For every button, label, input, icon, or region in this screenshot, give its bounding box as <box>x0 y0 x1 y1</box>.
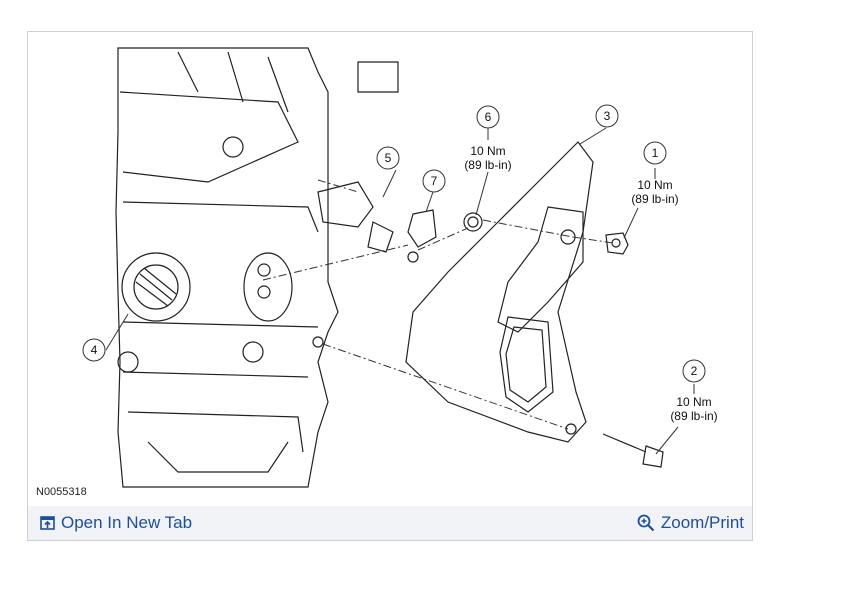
connector-part-7 <box>407 209 437 248</box>
callout-2: 2 10 Nm (89 lb-in) <box>670 359 718 423</box>
diagram-illustration: 6 10 Nm (89 lb-in) 3 1 10 Nm (89 lb-in) … <box>82 47 718 488</box>
callout-3-number: 3 <box>604 109 611 123</box>
callout-6: 6 10 Nm (89 lb-in) <box>464 105 512 172</box>
callout-2-torque: 10 Nm <box>676 395 711 409</box>
callout-3: 3 <box>595 104 619 128</box>
image-toolbar: Open In New Tab Zoom/Print <box>28 506 752 540</box>
bolt-part-1 <box>605 232 629 255</box>
callout-6-number: 6 <box>485 110 492 124</box>
callout-7: 7 <box>422 169 446 193</box>
figure-id-label: N0055318 <box>36 486 87 498</box>
diagram-card: 6 10 Nm (89 lb-in) 3 1 10 Nm (89 lb-in) … <box>27 31 753 541</box>
engine-block-outline <box>115 47 339 488</box>
open-in-new-tab-link[interactable]: Open In New Tab <box>40 513 192 533</box>
open-in-new-tab-label: Open In New Tab <box>61 513 193 532</box>
bolt-part-2 <box>602 433 647 453</box>
callout-2-number: 2 <box>691 364 698 378</box>
callout-4-number: 4 <box>91 343 98 357</box>
callout-5: 5 <box>376 146 400 170</box>
callout-6-torque-alt: (89 lb-in) <box>464 158 511 172</box>
callout-2-torque-alt: (89 lb-in) <box>670 409 717 423</box>
open-new-tab-icon <box>40 516 55 530</box>
callout-1-torque-alt: (89 lb-in) <box>631 192 678 206</box>
zoom-in-icon <box>637 514 655 532</box>
callout-4: 4 <box>82 338 106 362</box>
oil-filler-cap <box>121 252 191 322</box>
callout-1: 1 10 Nm (89 lb-in) <box>631 141 679 206</box>
zoom-print-link[interactable]: Zoom/Print <box>637 513 744 533</box>
callout-5-number: 5 <box>385 151 392 165</box>
callout-1-torque: 10 Nm <box>637 178 672 192</box>
exploded-view-diagram: 6 10 Nm (89 lb-in) 3 1 10 Nm (89 lb-in) … <box>28 32 752 504</box>
heat-shield-part-3 <box>405 141 594 443</box>
sensor-part-5 <box>317 181 374 228</box>
callout-1-number: 1 <box>652 146 659 160</box>
zoom-print-label: Zoom/Print <box>660 513 744 532</box>
callout-6-torque: 10 Nm <box>470 144 505 158</box>
bolt-part-6 <box>463 212 483 232</box>
callout-7-number: 7 <box>431 174 438 188</box>
